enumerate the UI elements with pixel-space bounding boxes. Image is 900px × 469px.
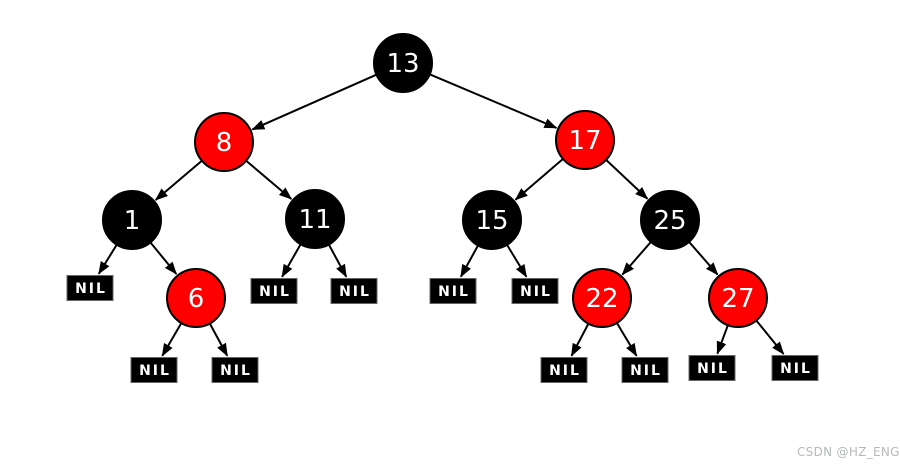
- nil-leaf: NIL: [511, 278, 559, 304]
- nil-label: NIL: [259, 284, 291, 300]
- tree-node-22: 22: [572, 268, 632, 328]
- nil-label: NIL: [549, 363, 581, 379]
- nil-box: [771, 355, 819, 381]
- nil-leaf: NIL: [621, 357, 669, 383]
- edge-n17-n15: [514, 158, 564, 201]
- edge-n11-nilC: [327, 244, 348, 278]
- nil-box: [540, 357, 588, 383]
- node-value-17: 17: [568, 126, 601, 156]
- tree-node-25: 25: [640, 190, 700, 250]
- node-value-11: 11: [298, 205, 331, 235]
- nil-box: [511, 278, 559, 304]
- nil-box: [429, 278, 477, 304]
- edge-n22-nilH: [570, 323, 590, 357]
- node-circle-6: [166, 268, 226, 328]
- node-value-25: 25: [653, 206, 686, 236]
- nil-leaf: NIL: [66, 275, 114, 301]
- nil-leaf: NIL: [330, 278, 378, 304]
- node-value-22: 22: [585, 284, 618, 314]
- node-circle-25: [640, 190, 700, 250]
- nil-box: [688, 355, 736, 381]
- nil-box: [621, 357, 669, 383]
- edge-n11-nilB: [281, 243, 302, 278]
- tree-node-8: 8: [194, 112, 254, 172]
- nil-label: NIL: [75, 281, 107, 297]
- nil-leaf: NIL: [211, 357, 259, 383]
- nil-leaf: NIL: [688, 355, 736, 381]
- node-circle-27: [708, 268, 768, 328]
- node-circle-8: [194, 112, 254, 172]
- edge-n17-n25: [605, 159, 649, 200]
- tree-node-15: 15: [462, 190, 522, 250]
- node-circle-1: [102, 190, 162, 250]
- nil-leaf: NIL: [540, 357, 588, 383]
- nil-box: [211, 357, 259, 383]
- node-value-13: 13: [386, 49, 419, 79]
- edge-n25-n22: [621, 241, 652, 276]
- edge-n1-nilA: [97, 244, 118, 275]
- nil-box: [250, 278, 298, 304]
- watermark: CSDN @HZ_ENG: [797, 445, 900, 459]
- node-circle-11: [285, 189, 345, 249]
- node-circle-17: [555, 110, 615, 170]
- tree-node-17: 17: [555, 110, 615, 170]
- edge-n15-nilD: [459, 244, 479, 278]
- node-circle-15: [462, 190, 522, 250]
- nil-label: NIL: [438, 284, 470, 300]
- tree-node-27: 27: [708, 268, 768, 328]
- edge-n25-n27: [688, 241, 719, 276]
- edge-n13-n17: [429, 73, 558, 129]
- nil-label: NIL: [339, 284, 371, 300]
- nil-leaf: NIL: [130, 357, 178, 383]
- edge-n6-nilF: [161, 322, 183, 357]
- nil-label: NIL: [520, 284, 552, 300]
- nil-label: NIL: [139, 363, 171, 379]
- edge-n15-nilE: [506, 244, 528, 278]
- nil-box: [130, 357, 178, 383]
- edge-n27-nilJ: [716, 324, 729, 355]
- node-value-8: 8: [216, 128, 233, 158]
- nil-leaf: NIL: [429, 278, 477, 304]
- node-value-1: 1: [124, 206, 141, 236]
- edge-n1-n6: [149, 241, 178, 275]
- tree-node-11: 11: [285, 189, 345, 249]
- nil-box: [66, 275, 114, 301]
- nil-box: [330, 278, 378, 304]
- edge-n6-nilG: [208, 323, 229, 357]
- tree-node-13: 13: [373, 33, 433, 93]
- nil-label: NIL: [780, 361, 812, 377]
- node-value-27: 27: [721, 284, 754, 314]
- edge-n8-n1: [154, 159, 203, 201]
- nil-label: NIL: [697, 361, 729, 377]
- nil-leaf: NIL: [771, 355, 819, 381]
- tree-edges: [97, 73, 785, 357]
- node-value-15: 15: [475, 206, 508, 236]
- tree-node-1: 1: [102, 190, 162, 250]
- node-value-6: 6: [188, 284, 205, 314]
- node-circle-13: [373, 33, 433, 93]
- edge-n8-n11: [245, 159, 293, 200]
- nil-label: NIL: [220, 363, 252, 379]
- edge-n27-nilK: [755, 319, 785, 355]
- nil-leaf: NIL: [250, 278, 298, 304]
- node-circle-22: [572, 268, 632, 328]
- edge-n22-nilI: [616, 322, 638, 357]
- tree-node-6: 6: [166, 268, 226, 328]
- edge-n13-n8: [251, 73, 377, 131]
- nil-label: NIL: [630, 363, 662, 379]
